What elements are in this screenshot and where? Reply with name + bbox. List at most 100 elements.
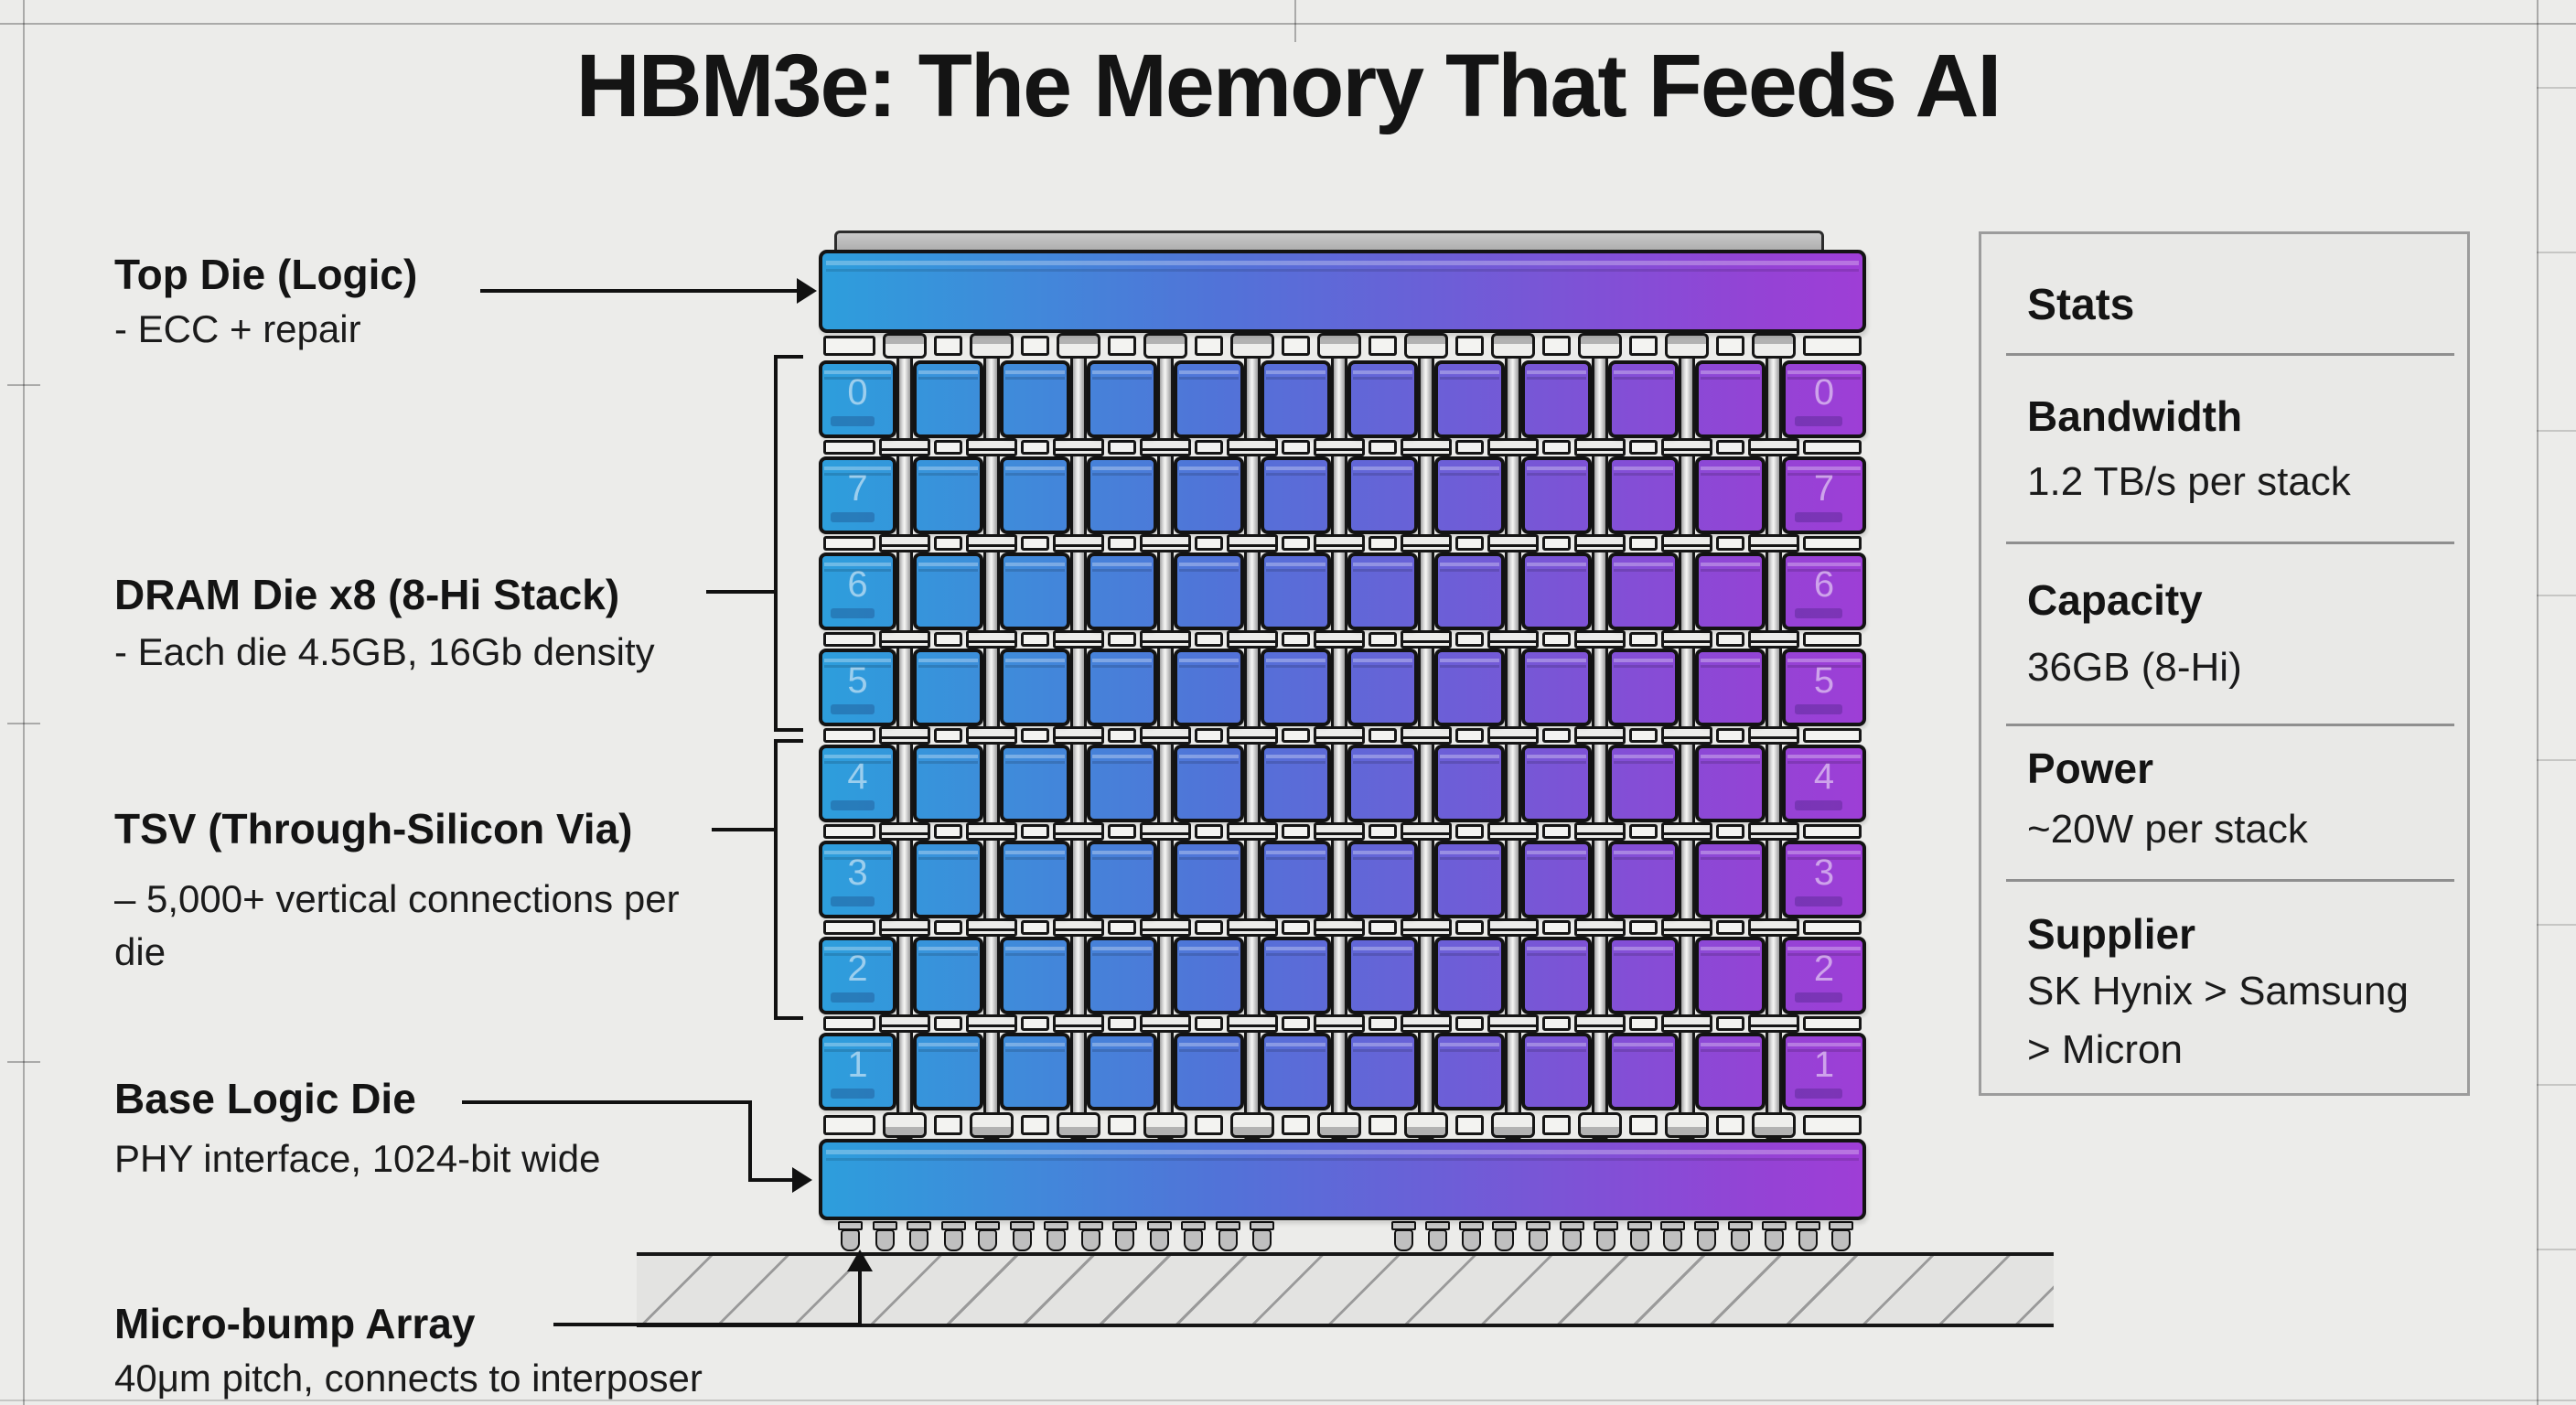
grid-line-bottom: [0, 1400, 2576, 1401]
tsv-joint-pad: [966, 726, 1017, 745]
dram-die-segment: [913, 552, 983, 630]
dram-die-segment: [1087, 745, 1157, 822]
bond-layer-rect: [1108, 440, 1136, 455]
dram-die-segment: 7: [1782, 456, 1866, 534]
die-number: 5: [1813, 660, 1835, 701]
dram-die-segment: [1087, 937, 1157, 1014]
bond-layer-rect: [1021, 728, 1049, 743]
bond-layer-rect: [934, 536, 962, 551]
stat-label-supplier: Supplier: [2027, 910, 2196, 958]
tsv-joint-pad: [1661, 726, 1712, 745]
bond-layer-rect: [823, 920, 875, 935]
microbump-arrow-line-h: [553, 1323, 862, 1326]
bond-layer-rect: [1108, 1016, 1136, 1031]
tsv-bottom-tab: [1491, 1112, 1535, 1138]
dram-die-segment: 5: [819, 649, 896, 726]
bond-layer-rect: [1455, 824, 1484, 839]
tsv-joint-pad: [1574, 438, 1626, 456]
tsv-joint-pad: [1487, 918, 1539, 937]
tsv-joint-pad: [1314, 822, 1365, 841]
dram-die-segment: [1261, 745, 1331, 822]
die-pad-bar: [831, 704, 875, 714]
bond-layer-rect: [823, 336, 875, 356]
tsv-bracket-tick-top: [774, 739, 803, 743]
tsv-top-tab: [1665, 333, 1709, 359]
bond-layer-rect: [1716, 920, 1744, 935]
bond-layer-rect: [1803, 1115, 1862, 1135]
micro-bump: [906, 1221, 931, 1251]
micro-bump: [1593, 1221, 1618, 1251]
stat-value-bandwidth: 1.2 TB/s per stack: [2027, 459, 2351, 504]
tsv-joint-pad: [1401, 726, 1452, 745]
tsv-top-tab: [1317, 333, 1361, 359]
tsv-top-tab: [1578, 333, 1622, 359]
tsv-joint-pad: [1053, 630, 1104, 649]
micro-bump: [1559, 1221, 1584, 1251]
label-top-die: Top Die (Logic) - ECC + repair: [114, 253, 417, 349]
base-arrow-line-h1: [462, 1100, 752, 1104]
bond-layer-rect: [1803, 440, 1862, 455]
bond-layer-rect: [1716, 824, 1744, 839]
tsv-top-tab: [1057, 333, 1100, 359]
dram-die-segment: [1434, 745, 1505, 822]
dram-die-segment: 6: [819, 552, 896, 630]
tsv-joint-pad: [1401, 630, 1452, 649]
tsv-joint-pad: [879, 534, 930, 552]
tsv-bottom-tab: [1578, 1112, 1622, 1138]
dram-die-segment: 0: [819, 360, 896, 438]
grid-tick-right-4: [2537, 595, 2576, 596]
bond-layer-rect: [1195, 632, 1223, 647]
tsv-joint-pad: [966, 1014, 1017, 1033]
tsv-bottom-tab: [1665, 1112, 1709, 1138]
die-number: 1: [847, 1045, 868, 1085]
die-number: 2: [1813, 949, 1835, 989]
bond-layer-rect: [823, 632, 875, 647]
dram-die-segment: [1000, 1033, 1070, 1110]
dram-die-segment: [1174, 649, 1244, 726]
stat-value-supplier-line2: > Micron: [2027, 1027, 2183, 1072]
bond-layer-rect: [1108, 824, 1136, 839]
micro-bump: [1491, 1221, 1517, 1251]
tsv-joint-pad: [1661, 1014, 1712, 1033]
grid-frame-right: [2537, 0, 2538, 1405]
stats-panel: Stats Bandwidth 1.2 TB/s per stack Capac…: [1979, 231, 2470, 1096]
bond-layer-rect: [934, 1016, 962, 1031]
tsv-joint-pad: [1401, 438, 1452, 456]
bond-layer-rect: [934, 824, 962, 839]
micro-bump-body: [1218, 1229, 1238, 1251]
dram-die-segment: [1521, 1033, 1592, 1110]
bond-layer-rect: [1021, 1115, 1049, 1135]
micro-bump: [1458, 1221, 1484, 1251]
bond-layer-rect: [934, 336, 962, 356]
tsv-joint-pad: [1748, 726, 1799, 745]
bond-layer-rect: [1542, 920, 1571, 935]
tsv-joint-pad: [1401, 534, 1452, 552]
bond-layer-rect: [934, 632, 962, 647]
die-number: 1: [1813, 1045, 1835, 1085]
bond-layer-rect: [1716, 632, 1744, 647]
dram-die-segment: [1608, 552, 1679, 630]
tsv-joint-pad: [1487, 534, 1539, 552]
dram-die-segment: [1695, 1033, 1766, 1110]
dram-die-segment: [1347, 745, 1418, 822]
micro-bump-body: [1528, 1229, 1548, 1251]
die-pad-bar: [831, 608, 875, 618]
bond-layer-rect: [1195, 824, 1223, 839]
tsv-joint-pad: [1487, 630, 1539, 649]
bond-layer-rect: [1021, 824, 1049, 839]
bond-layer-rect: [1195, 1016, 1223, 1031]
bond-layer-rect: [1629, 336, 1658, 356]
micro-bump: [1659, 1221, 1685, 1251]
dram-die-segment: [1347, 552, 1418, 630]
bond-layer-rect: [1542, 536, 1571, 551]
bond-layer-rect: [1108, 336, 1136, 356]
tsv-bracket: [774, 739, 778, 1020]
micro-bump: [1146, 1221, 1172, 1251]
die-pad-bar: [831, 896, 875, 906]
stat-value-supplier-line1: SK Hynix > Samsung: [2027, 969, 2409, 1014]
micro-bump: [1390, 1221, 1416, 1251]
label-base-heading: Base Logic Die: [114, 1075, 416, 1122]
dram-die-segment: [913, 456, 983, 534]
dram-die-segment: [913, 937, 983, 1014]
